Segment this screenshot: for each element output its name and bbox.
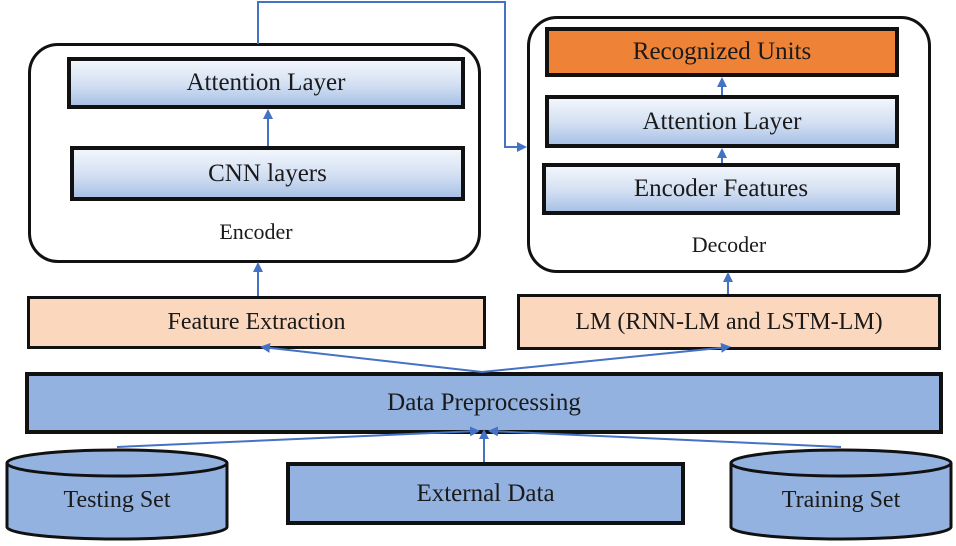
data-preprocessing-box: Data Preprocessing xyxy=(25,372,943,434)
cylinder-shape xyxy=(729,448,953,541)
encoder-features-box: Encoder Features xyxy=(542,163,900,215)
decoder-label: Decoder xyxy=(691,232,767,257)
feature-extraction-box: Feature Extraction xyxy=(27,296,486,349)
testing-set-cylinder: Testing Set xyxy=(5,447,229,541)
arrow-preproc-to-lm xyxy=(481,342,731,373)
testing-set-label: Testing Set xyxy=(63,487,171,513)
arrow-preproc-to-feature xyxy=(260,342,483,373)
encoder-attention-layer-box: Attention Layer xyxy=(67,57,465,109)
encoder-label: Encoder xyxy=(219,219,293,244)
cnn-layers-box: CNN layers xyxy=(70,146,465,201)
recognized-units-box: Recognized Units xyxy=(545,27,899,77)
training-set-label: Training Set xyxy=(781,487,901,513)
language-model-box: LM (RNN-LM and LSTM-LM) xyxy=(517,294,941,350)
decoder-attention-layer-box: Attention Layer xyxy=(545,95,899,148)
cylinder-shape xyxy=(5,448,229,541)
external-data-box: External Data xyxy=(286,462,685,525)
training-set-cylinder: Training Set xyxy=(729,447,953,541)
